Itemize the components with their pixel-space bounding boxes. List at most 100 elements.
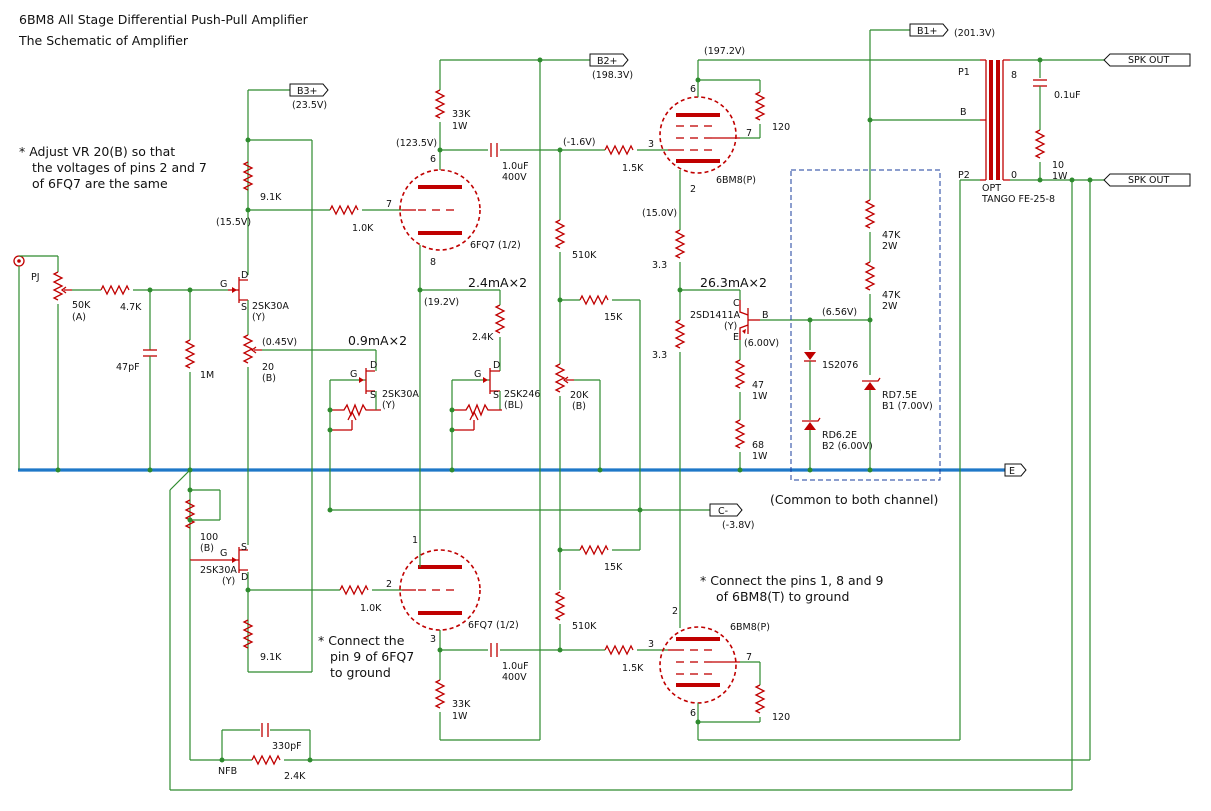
fet3-grade: (Y) <box>382 400 395 411</box>
tr-c: C <box>733 298 740 309</box>
r33k-bot: 33K <box>452 699 471 710</box>
c01u <box>1033 79 1047 87</box>
pin6-a: 6 <box>430 154 436 165</box>
transistor-2sd1411a <box>739 300 760 340</box>
c330p <box>261 723 269 737</box>
tube-6fq7-lower <box>399 549 481 631</box>
note-pin9-2: pin 9 of 6FQ7 <box>330 649 414 664</box>
fet4-g: G <box>474 369 481 380</box>
c1u-top-v: 400V <box>502 172 527 183</box>
fet4-s: S <box>493 390 499 401</box>
diagram-title: 6BM8 All Stage Differential Push-Pull Am… <box>19 12 309 27</box>
opt-0: 0 <box>1011 170 1017 181</box>
fet1-name: 2SK30A <box>252 301 289 312</box>
r91k-bot-label: 9.1K <box>260 652 282 663</box>
c1u-bottom <box>490 643 498 657</box>
r47-label: 47 <box>752 380 764 391</box>
fet2-g: G <box>220 548 227 559</box>
vr20-label: 20 <box>262 362 274 373</box>
r1m <box>185 290 195 470</box>
c1u-bot-label: 1.0uF <box>502 661 529 672</box>
zener-rd75e <box>862 377 881 390</box>
r68-w: 1W <box>752 451 768 462</box>
vr50-taper: (A) <box>72 312 86 323</box>
b3-label: B3+ <box>297 86 318 97</box>
opt-model: TANGO FE-25-8 <box>981 194 1055 205</box>
v600-label: (6.00V) <box>744 338 779 349</box>
input-jack <box>13 255 58 470</box>
vr50-label: 50K <box>72 300 91 311</box>
z1-bin: B1 (7.00V) <box>882 401 933 412</box>
fet1-s: S <box>241 302 247 313</box>
c01u-label: 0.1uF <box>1054 90 1081 101</box>
fet1-d: D <box>241 270 248 281</box>
r1m-label: 1M <box>200 370 214 381</box>
r15k-top: 15K <box>604 312 623 323</box>
vr20k-taper: (B) <box>572 401 586 412</box>
c1u-top <box>490 143 498 157</box>
opt-p2: P2 <box>958 170 970 181</box>
spk-out-1-label: SPK OUT <box>1128 55 1169 66</box>
z1-label: RD7.5E <box>882 390 917 401</box>
fet-cs <box>330 350 381 431</box>
r15-top: 1.5K <box>622 163 644 174</box>
c1u-bot-v: 400V <box>502 672 527 683</box>
tube-6bm8-lower <box>659 626 740 704</box>
spk-out-2 <box>1103 173 1191 187</box>
vr100-taper: (B) <box>200 543 214 554</box>
c-label: C- <box>718 506 728 517</box>
fet4-d: D <box>493 360 500 371</box>
bm-a3: 3 <box>648 139 654 150</box>
r47k-a-w: 2W <box>882 241 898 252</box>
pin8-a: 8 <box>430 257 436 268</box>
b3-voltage: (23.5V) <box>292 100 327 111</box>
bm-b7: 7 <box>746 652 752 663</box>
vm16-label: (-1.6V) <box>563 137 595 148</box>
vr20-taper: (B) <box>262 373 276 384</box>
tube-6fq7-upper-label: 6FQ7 (1/2) <box>470 240 521 251</box>
fet4-name: 2SK246 <box>504 389 540 400</box>
r68-label: 68 <box>752 440 764 451</box>
r120-bot: 120 <box>772 712 790 723</box>
pin1-b: 1 <box>412 535 418 546</box>
r33k-top-w: 1W <box>452 121 468 132</box>
r24k-nfb: 2.4K <box>284 771 306 782</box>
z2-label: RD6.2E <box>822 430 857 441</box>
note-pins189-2: of 6BM8(T) to ground <box>716 589 849 604</box>
fet3-d: D <box>370 360 377 371</box>
b1-voltage: (201.3V) <box>954 28 995 39</box>
tube-6bm8-upper <box>659 96 740 174</box>
r510k-bot: 510K <box>572 621 597 632</box>
fet1-grade: (Y) <box>252 312 265 323</box>
r10-label: 10 <box>1052 160 1064 171</box>
opt-name: OPT <box>982 183 1001 194</box>
opt-p1: P1 <box>958 67 970 78</box>
note-pin9-1: * Connect the <box>318 633 405 648</box>
fet2-name: 2SK30A <box>200 565 237 576</box>
bm-b6: 6 <box>690 708 696 719</box>
fet2-s: S <box>241 542 247 553</box>
ground-tag <box>1004 463 1027 477</box>
r33-bot: 3.3 <box>652 350 667 361</box>
note-adjust-1: * Adjust VR 20(B) so that <box>19 144 175 159</box>
fet3-name: 2SK30A <box>382 389 419 400</box>
opt-b: B <box>960 107 967 118</box>
ground-tag-label: E <box>1009 466 1015 477</box>
pin2-b: 2 <box>386 579 392 590</box>
v123-label: (123.5V) <box>396 138 437 149</box>
c330p-label: 330pF <box>272 741 302 752</box>
r33k-bot-w: 1W <box>452 711 468 722</box>
r4k7 <box>100 285 228 295</box>
r91k-top-label: 9.1K <box>260 192 282 203</box>
c1u-top-label: 1.0uF <box>502 161 529 172</box>
r1k-bot-label: 1.0K <box>360 603 382 614</box>
r47-w: 1W <box>752 391 768 402</box>
tr-name: 2SD1411A <box>690 310 741 321</box>
fet-input-top <box>228 277 248 303</box>
fet2-d: D <box>241 572 248 583</box>
junction-dots <box>55 57 1093 763</box>
r15k-bot: 15K <box>604 562 623 573</box>
bm-b2: 2 <box>672 606 678 617</box>
c-tag <box>709 503 743 517</box>
